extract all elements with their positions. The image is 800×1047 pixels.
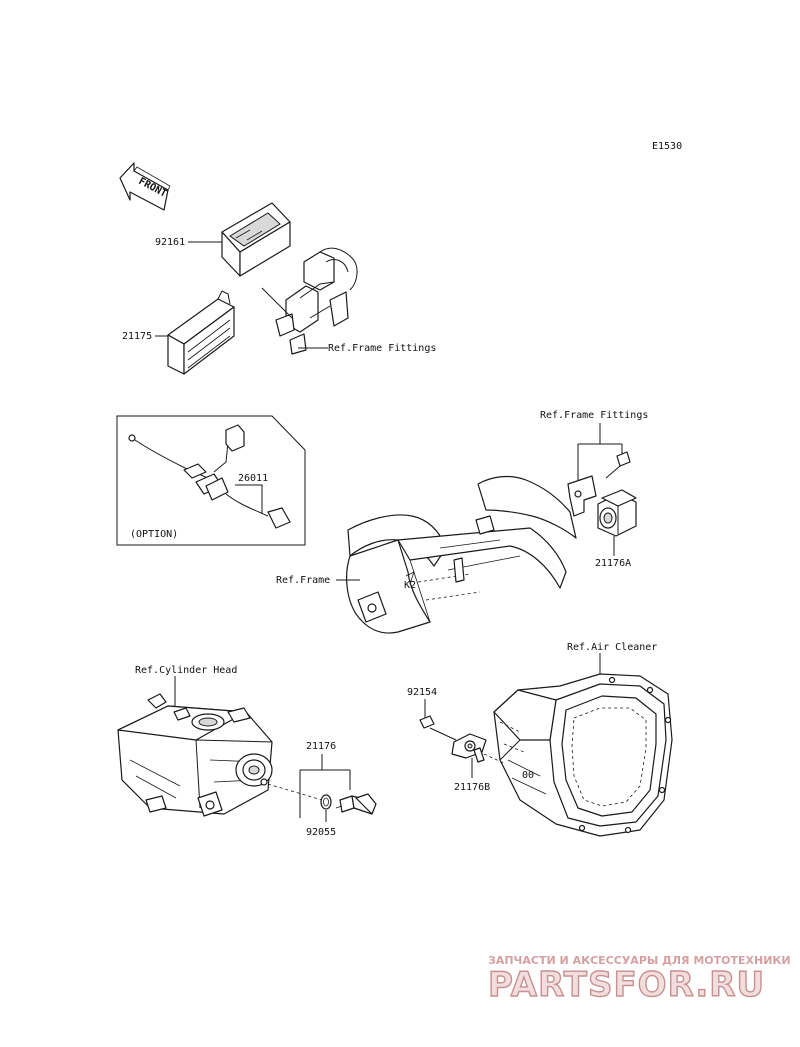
label-21176: 21176 — [306, 741, 336, 752]
ecu-unit-92161 — [221, 202, 291, 277]
label-92161: 92161 — [155, 237, 185, 248]
diagram-code: E1530 — [652, 141, 682, 152]
label-ref-cylinder-head: Ref.Cylinder Head — [135, 665, 237, 676]
label-21176a: 21176A — [595, 558, 631, 569]
svg-text:K2: K2 — [404, 580, 416, 591]
label-ref-air-cleaner: Ref.Air Cleaner — [567, 642, 657, 653]
air-cleaner-housing: 00 — [493, 673, 673, 837]
svg-text:00: 00 — [522, 770, 534, 781]
sensor-21176a — [597, 489, 637, 537]
cylinder-head — [117, 693, 273, 817]
watermark-tagline: ЗАПЧАСТИ И АКСЕССУАРЫ ДЛЯ МОТОТЕХНИКИ — [488, 954, 791, 967]
screw-92154 — [419, 715, 457, 741]
o-ring-92055 — [320, 794, 332, 810]
ecu-bracket — [275, 247, 358, 355]
sensor-21176b — [451, 733, 507, 765]
label-21176b: 21176B — [454, 782, 490, 793]
label-92055: 92055 — [306, 827, 336, 838]
module-21175 — [167, 290, 235, 375]
label-ref-frame-fittings-mid: Ref.Frame Fittings — [540, 410, 648, 421]
watermark-brand: PARTSFOR.RU — [488, 965, 765, 1005]
label-26011: 26011 — [238, 473, 268, 484]
label-21175: 21175 — [122, 331, 152, 342]
frame: K2 — [346, 475, 577, 634]
label-92154: 92154 — [407, 687, 437, 698]
wiring-harness-26011 — [128, 424, 291, 529]
option-box — [116, 415, 306, 546]
temperature-sensor-21176 — [335, 793, 377, 815]
front-arrow-icon: FRONT — [119, 162, 171, 211]
frame-bolt — [605, 451, 631, 479]
label-ref-frame: Ref.Frame — [276, 575, 330, 586]
label-ref-frame-fittings-top: Ref.Frame Fittings — [328, 343, 436, 354]
sensor-bracket — [567, 475, 597, 517]
label-option: (OPTION) — [130, 529, 178, 540]
